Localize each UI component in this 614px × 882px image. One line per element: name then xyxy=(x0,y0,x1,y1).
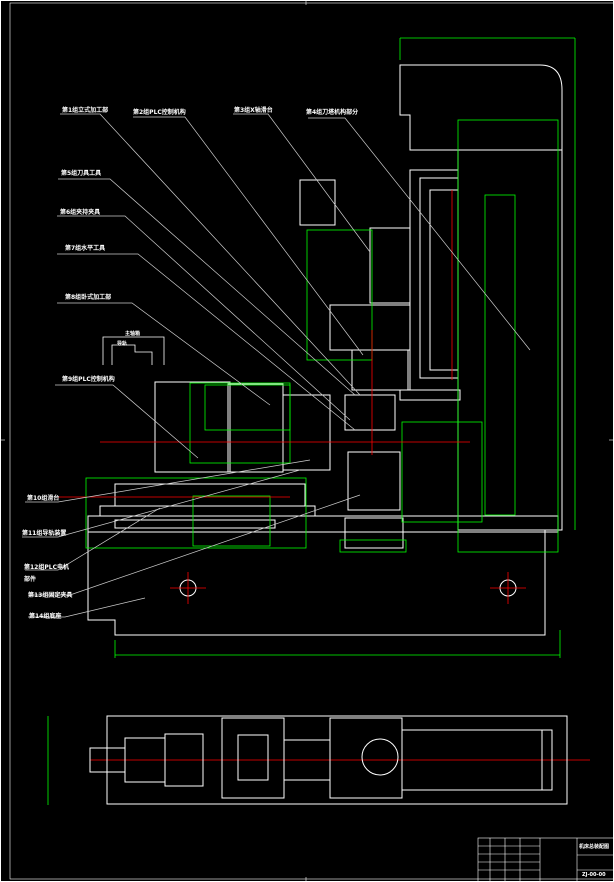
label-9: 第9组PLC控制机构 xyxy=(62,376,115,383)
label-8: 第8组卧式加工部 xyxy=(65,294,112,301)
label-12b: 部件 xyxy=(24,576,37,583)
label-2: 第2组PLC控制机构 xyxy=(133,109,186,116)
inset-detail xyxy=(102,336,165,365)
label-5: 第5组刀具工具 xyxy=(61,170,102,177)
label-13: 第13组固定夹具 xyxy=(28,592,73,599)
spindle-head xyxy=(299,179,411,549)
label-10: 第10组滑台 xyxy=(27,495,60,502)
label-7: 第7组水平工具 xyxy=(65,245,106,252)
label-6: 第6组夹持夹具 xyxy=(60,209,101,216)
inset-mid-label: 导轨 xyxy=(117,341,128,347)
label-14: 第14组底座 xyxy=(29,613,62,620)
inner-border xyxy=(9,2,614,880)
label-12a: 第12组PLC电机 xyxy=(24,564,69,571)
plan-view xyxy=(89,715,568,805)
label-4: 第4组刀塔机构部分 xyxy=(306,109,359,116)
center-lines xyxy=(58,190,590,761)
column xyxy=(399,64,563,531)
inset-top-label: 主轴箱 xyxy=(125,331,141,337)
horizontal-unit xyxy=(87,381,559,636)
label-3: 第3组X轴滑台 xyxy=(234,107,273,114)
title-block-code: ZJ-00-00 xyxy=(582,872,606,878)
dimension-lines xyxy=(47,37,576,805)
title-block xyxy=(477,837,614,882)
title-block-name: 机床总装配图 xyxy=(579,844,610,850)
leader-lines xyxy=(22,113,531,618)
label-1: 第1组立式加工部 xyxy=(62,107,109,114)
label-11: 第11组导轨装置 xyxy=(22,530,67,537)
